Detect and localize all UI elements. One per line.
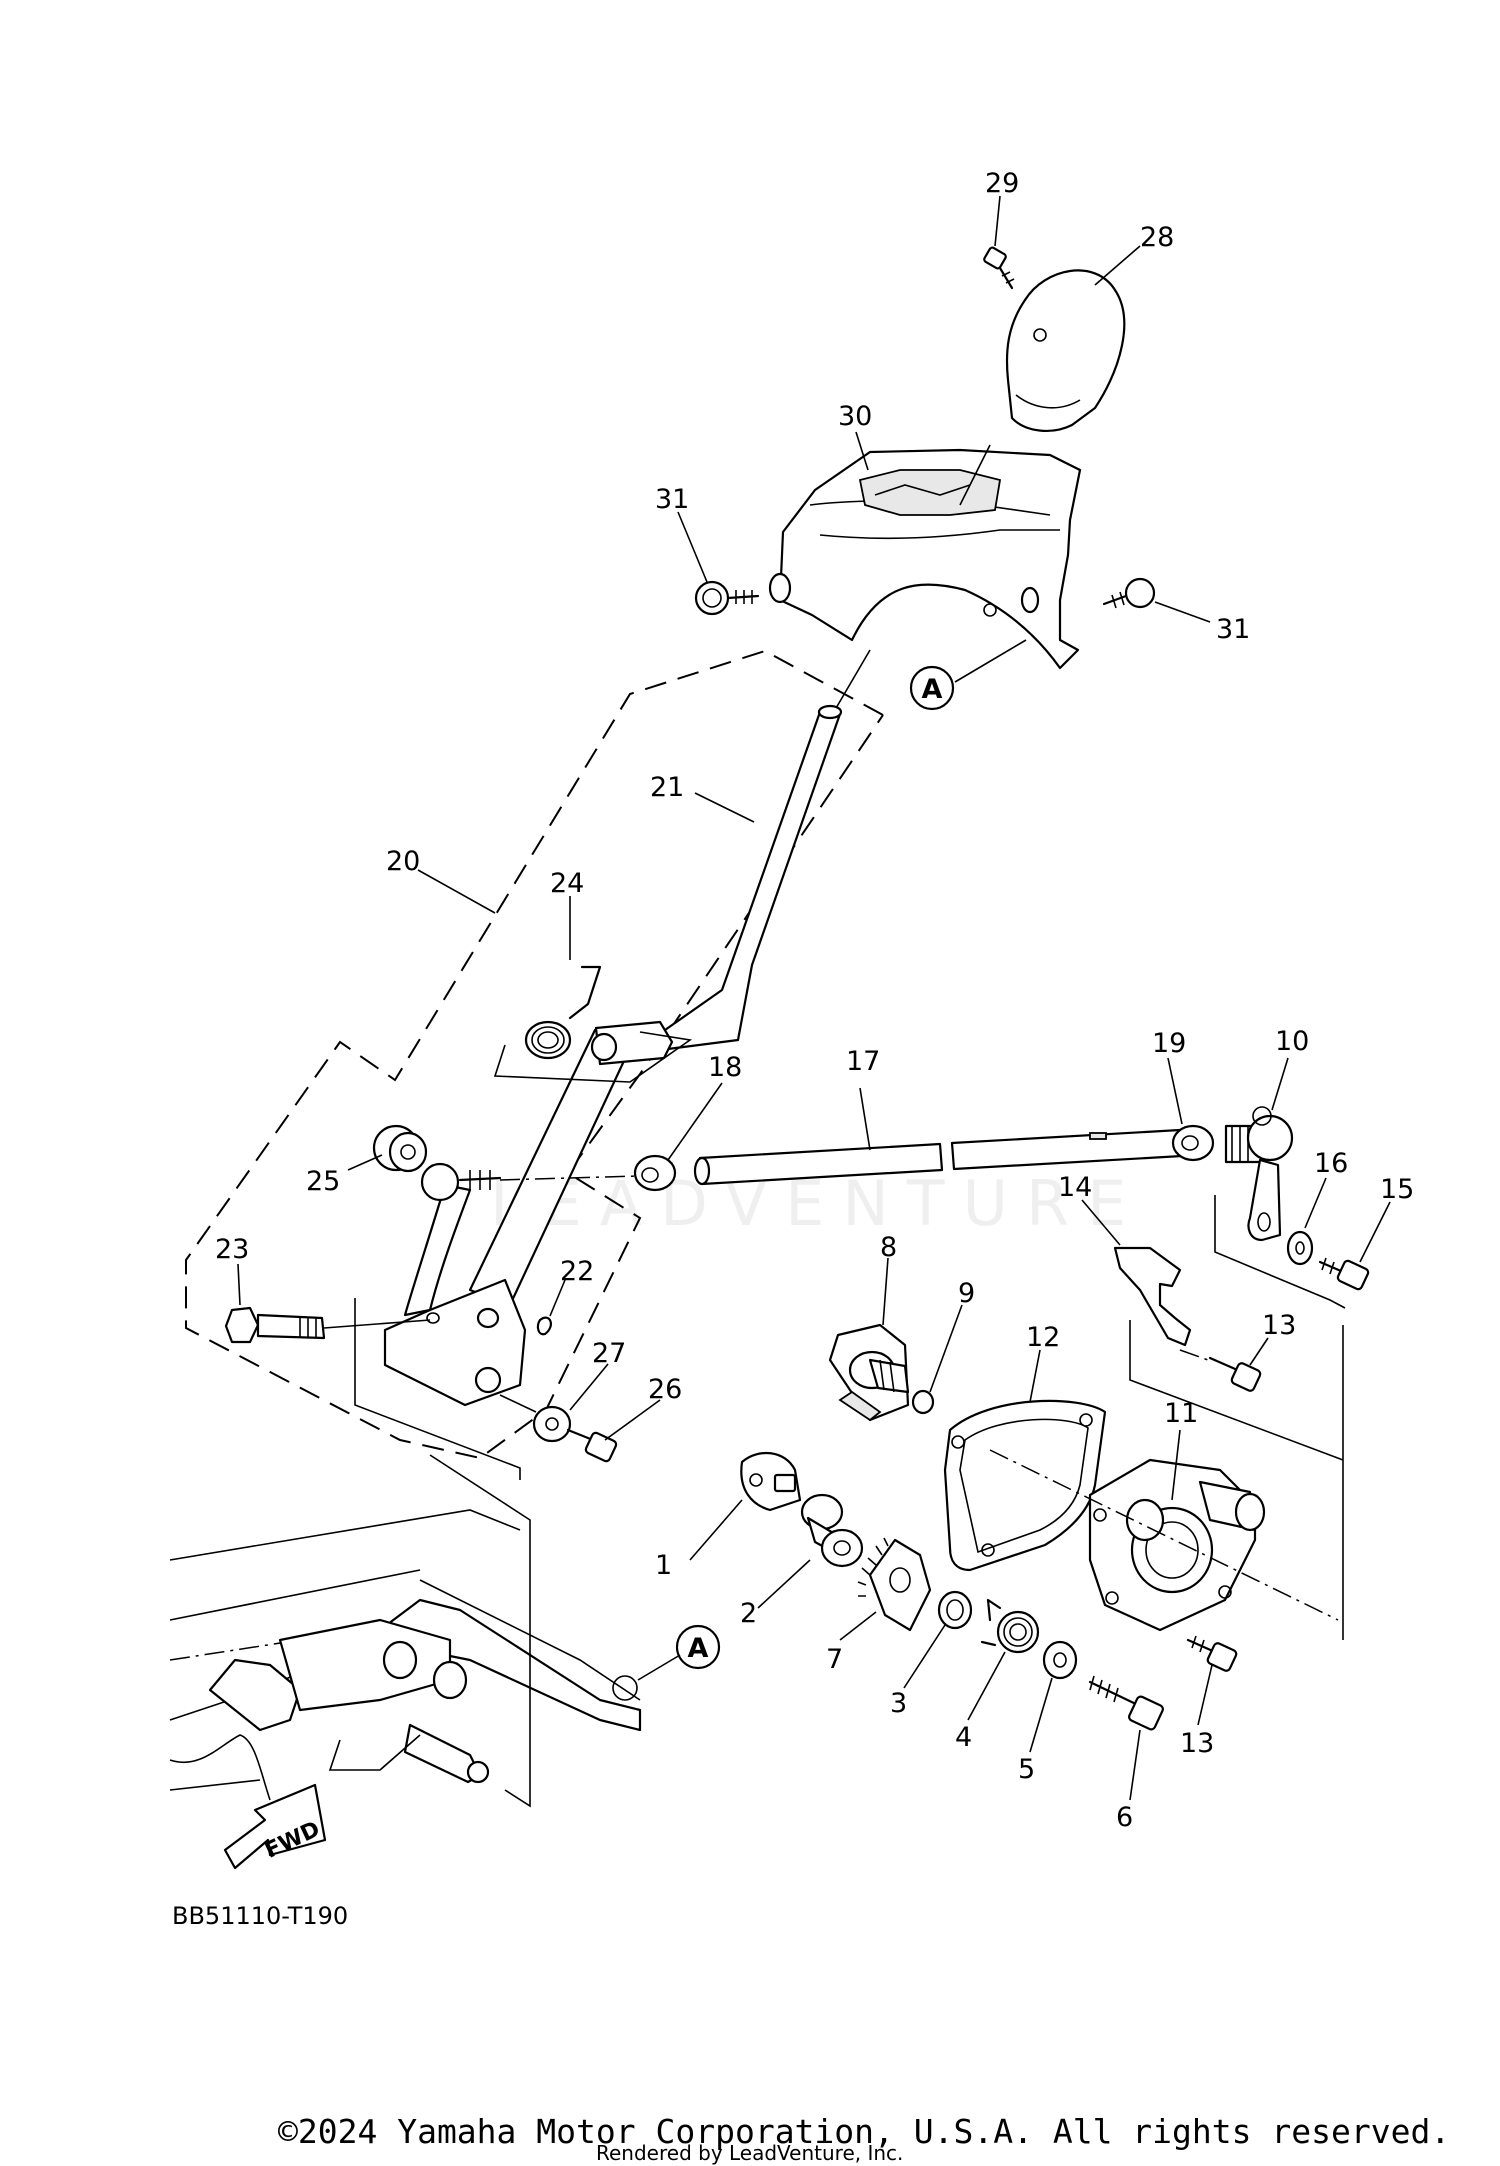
rod-nut-19	[1171, 1124, 1215, 1162]
bolt-6	[1088, 1675, 1164, 1731]
callout-6: 6	[1116, 1802, 1133, 1833]
callout-17: 17	[846, 1046, 880, 1077]
callout-5: 5	[1018, 1754, 1035, 1785]
spring-box	[493, 1031, 693, 1083]
callout-7: 7	[826, 1644, 843, 1675]
callout-23: 23	[215, 1234, 249, 1265]
assembly-outline-20	[185, 649, 884, 1460]
shift-cover-11	[1088, 1458, 1266, 1632]
bolt-15	[1318, 1257, 1370, 1291]
shift-knob	[1005, 269, 1126, 432]
callout-leaders	[237, 195, 1391, 1801]
rod-nut-18	[633, 1154, 677, 1192]
callout-12: 12	[1026, 1322, 1060, 1353]
callout-16: 16	[1314, 1148, 1348, 1179]
chassis-frame	[169, 1509, 642, 1801]
ref-marker-a-top: A	[909, 665, 955, 711]
bracket-14-line	[1129, 1320, 1344, 1461]
pivot-bolt-23	[224, 1306, 326, 1344]
leader-cover-shaft	[959, 444, 991, 506]
rendered-by: Rendered by LeadVenture, Inc.	[596, 2141, 903, 2165]
callout-1: 1	[655, 1550, 672, 1581]
shift-cam-8	[828, 1323, 910, 1422]
washer-16	[1286, 1230, 1314, 1266]
fwd-arrow: FWD	[223, 1783, 327, 1870]
grommet-25	[372, 1124, 502, 1202]
callout-31b: 31	[1216, 614, 1250, 645]
frame-bracket	[429, 1454, 531, 1808]
callout-24: 24	[550, 868, 584, 899]
clip-22	[536, 1316, 552, 1336]
copyright-notice: ©2024 Yamaha Motor Corporation, U.S.A. A…	[278, 2112, 1450, 2151]
washer-27	[532, 1405, 572, 1443]
rod-end-10	[1224, 1106, 1294, 1242]
centerline-cover	[989, 1449, 1339, 1621]
callout-19: 19	[1152, 1028, 1186, 1059]
callout-21: 21	[650, 772, 684, 803]
gear-7	[857, 1537, 932, 1632]
svg-text:A: A	[922, 674, 943, 705]
callout-13a: 13	[1262, 1310, 1296, 1341]
shift-gate-cover	[768, 448, 1082, 670]
callout-26: 26	[648, 1374, 682, 1405]
knob-screw	[983, 246, 1015, 290]
callout-11: 11	[1164, 1398, 1198, 1429]
callout-4: 4	[955, 1722, 972, 1753]
collar-2	[800, 1493, 864, 1568]
return-spring	[524, 965, 674, 1066]
svg-text:A: A	[688, 1633, 709, 1664]
bolt-26	[566, 1428, 618, 1463]
lever-bracket	[354, 1298, 521, 1480]
bolt-13-upper	[1208, 1356, 1262, 1392]
ref-marker-a-bottom: A	[675, 1624, 721, 1670]
centerline-bracket	[1179, 1349, 1209, 1361]
leader-shaft-cover	[831, 649, 871, 716]
callout-labels: 1 2 3 4 5 6 7 8 9 10 11 12 13 13 14 15 1…	[215, 168, 1414, 1833]
callout-14: 14	[1058, 1172, 1092, 1203]
rod-end-bracket	[1214, 1195, 1346, 1309]
callout-18: 18	[708, 1052, 742, 1083]
callout-8: 8	[880, 1232, 897, 1263]
spring-4	[980, 1598, 1040, 1654]
callout-22: 22	[560, 1256, 594, 1287]
gasket-12	[943, 1399, 1107, 1572]
callout-28: 28	[1140, 222, 1174, 253]
callout-25: 25	[306, 1166, 340, 1197]
washer-3	[937, 1590, 973, 1630]
diagram-code: BB51110-T190	[172, 1902, 348, 1930]
callout-9: 9	[958, 1278, 975, 1309]
axis-23	[323, 1319, 431, 1329]
bolt-13-lower	[1186, 1635, 1238, 1672]
callout-27: 27	[592, 1338, 626, 1369]
centerline-rod	[499, 1175, 641, 1181]
callout-20: 20	[386, 846, 420, 877]
callout-15: 15	[1380, 1174, 1414, 1205]
o-ring-9	[911, 1389, 935, 1415]
watermark: LEADVENTURE	[490, 1167, 1144, 1240]
callout-29: 29	[985, 168, 1019, 199]
washer-5	[1042, 1640, 1078, 1680]
callout-13b: 13	[1180, 1728, 1214, 1759]
cover-bolt-left	[694, 580, 760, 616]
bracket-14	[1113, 1246, 1192, 1347]
callout-30: 30	[838, 401, 872, 432]
callout-3: 3	[890, 1688, 907, 1719]
cover-bolt-right	[1102, 577, 1156, 609]
gasket-12-inner	[959, 1418, 1089, 1554]
stopper-1	[740, 1451, 802, 1512]
callout-10: 10	[1275, 1026, 1309, 1057]
axis-27	[499, 1394, 537, 1413]
callout-31a: 31	[655, 484, 689, 515]
callout-2: 2	[740, 1598, 757, 1629]
